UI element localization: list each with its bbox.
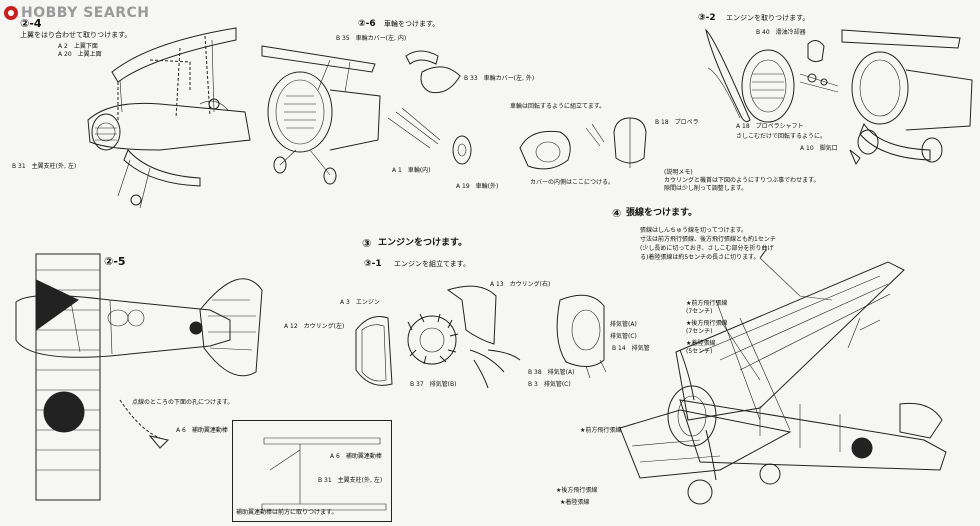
inset-caption: 補助翼連動棒は前方に取りつけます。 <box>236 509 338 516</box>
wheel-parts-drawing <box>387 50 647 170</box>
rigging-label: ★後方飛行張線 (7センチ) <box>686 320 728 335</box>
rigging-biplane-drawing <box>619 249 947 505</box>
front-view-drawing <box>261 45 381 185</box>
step-4-intro-line: 張線はしんちゅう線を切ってつけます。 <box>640 227 747 234</box>
part-label: B 31 主翼支柱(外, 左) <box>318 477 383 484</box>
part-label: A 10 脚気口 <box>800 145 838 152</box>
hobby-search-logo-icon <box>4 6 18 20</box>
step-2-4-number: ②-4 <box>20 17 42 30</box>
rigging-label: ★着陸張線 (5センチ) <box>686 340 716 355</box>
hobby-search-logo[interactable]: HOBBY SEARCH <box>4 4 149 22</box>
step-3-1-title: エンジンを組立てます。 <box>394 260 470 268</box>
part-label: A 6 補助翼連動棒 <box>176 427 228 434</box>
step-3-title: エンジンをつけます。 <box>378 238 468 248</box>
part-label: A 3 エンジン <box>340 299 380 306</box>
inset-box <box>232 420 392 522</box>
part-label: B 18 プロペラ <box>655 119 699 126</box>
engine-mounting-drawing <box>705 28 973 166</box>
part-label: A 12 カウリング(左) <box>284 323 345 330</box>
step-4-intro-line: (少し長めに切っておき、さしこむ部分を折り曲げ <box>640 245 774 252</box>
part-label: B 35 車輪カバー(左, 内) <box>336 35 407 42</box>
part-label: A 20 上翼上面 <box>58 51 102 58</box>
part-label: B 40 滑油冷却器 <box>756 29 806 36</box>
step-2-6-number: ②-6 <box>358 19 376 29</box>
part-label: B 33 車輪カバー(左, 外) <box>464 75 535 82</box>
step-4-number: ④ <box>612 207 622 220</box>
step-3-2-title: エンジンを取りつけます。 <box>726 14 810 22</box>
part-label: B 14 排気管 <box>612 345 650 352</box>
part-label: 排気管(A) <box>610 321 637 328</box>
inset-drawing <box>261 437 387 511</box>
part-label: A 18 プロペラシャフト <box>736 123 804 130</box>
step-2-5-number: ②-5 <box>104 255 126 268</box>
rigging-label: ★後方飛行張線 <box>556 487 598 494</box>
part-label: A 2 上翼下面 <box>58 43 98 50</box>
upper-wing-assembly-drawing <box>87 27 251 209</box>
part-label: A 19 車輪(外) <box>456 183 499 190</box>
step-4-intro-line: 寸法は前方飛行張線、後方飛行張線とも約1センチ <box>640 236 776 243</box>
part-label: B 37 排気管(B) <box>410 381 457 388</box>
step-2-4-title: 上翼をはり合わせて取りつけます。 <box>20 31 132 39</box>
rigging-label: ★着陸張線 <box>560 499 590 506</box>
part-label: B 38 排気管(A) <box>528 369 575 376</box>
part-label: B 3 排気管(C) <box>528 381 571 388</box>
step-3-1-number: ③-1 <box>364 259 382 269</box>
wheel-rotate-note: 車輪は回転するように組立てます。 <box>510 103 606 110</box>
engine-mount-note: さしこむだけで回転するように。 <box>736 133 827 140</box>
memo-line: 隙間は少し削って調整します。 <box>664 185 748 192</box>
step-2-6-title: 車輪をつけます。 <box>384 20 440 28</box>
part-label: 排気管(C) <box>610 333 637 340</box>
memo-line: カウリングと機首は下図のようにすりつぶ事でわせます。 <box>664 177 820 184</box>
part-label: B 31 主翼支柱(外, 左) <box>12 163 77 170</box>
hobby-search-logo-text: HOBBY SEARCH <box>21 5 150 21</box>
memo-title: (説明メモ) <box>664 169 693 176</box>
wheel-cover-note: カバーの内側はここにつける。 <box>530 179 615 186</box>
step-2-5-note: 点線のところの下面の孔につけます。 <box>132 399 234 406</box>
part-label: A 13 カウリング(右) <box>490 281 551 288</box>
step-4-intro-line: る)着陸張線は約5センチの長さに切ります。 <box>640 254 760 261</box>
part-label: A 6 補助翼連動棒 <box>330 453 382 460</box>
rigging-label: ★前方飛行張線 (7センチ) <box>686 300 728 315</box>
step-3-2-number: ③-2 <box>698 13 716 23</box>
engine-parts-drawing <box>355 285 607 389</box>
step-4-title: 張線をつけます。 <box>626 208 698 218</box>
rigging-label: ★前方飛行張線 <box>580 427 622 434</box>
top-view-drawing <box>15 253 263 501</box>
step-3-number: ③ <box>362 237 372 250</box>
part-label: A 1 車輪(内) <box>392 167 431 174</box>
